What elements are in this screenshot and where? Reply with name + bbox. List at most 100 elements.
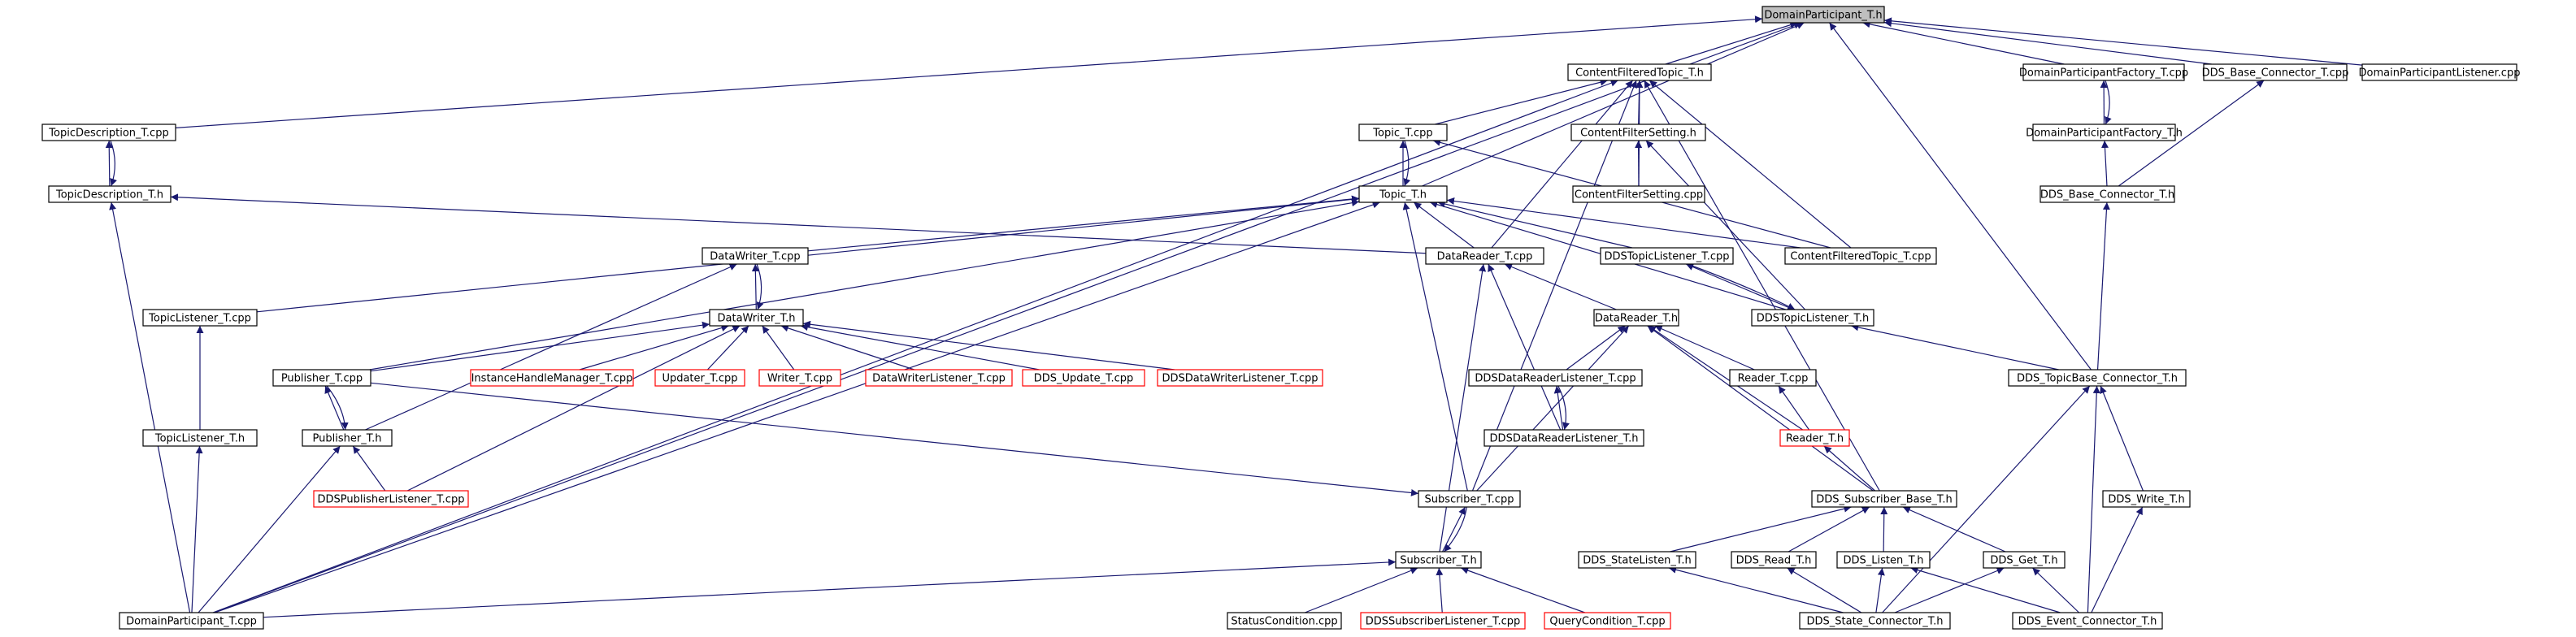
node-label: Publisher_T.h	[313, 433, 382, 445]
edge-dtl_h-to-dtl_cpp	[1685, 263, 1794, 310]
node-topiclistener-t-h[interactable]: TopicListener_T.h	[142, 429, 258, 447]
node-datareader-t-h[interactable]: DataReader_T.h	[1593, 309, 1679, 327]
node-label: DDS_Read_T.h	[1736, 555, 1812, 567]
node-subscriber-t-cpp[interactable]: Subscriber_T.cpp	[1418, 490, 1521, 508]
edges-layer	[105, 15, 2363, 618]
node-topicdescription-t-cpp[interactable]: TopicDescription_T.cpp	[41, 124, 176, 141]
node-label: Updater_T.cpp	[662, 373, 737, 385]
node-dds-read-t-h[interactable]: DDS_Read_T.h	[1731, 551, 1817, 569]
node-label: Subscriber_T.cpp	[1425, 494, 1514, 506]
edge-sub_h-to-dr_cpp	[1439, 263, 1487, 552]
node-box	[2032, 124, 2176, 141]
node-ddstopiclistener-t-cpp[interactable]: DDSTopicListener_T.cpp	[1600, 247, 1734, 265]
node-dds-get-t-h[interactable]: DDS_Get_T.h	[1983, 551, 2066, 569]
node-datawriter-t-cpp[interactable]: DataWriter_T.cpp	[702, 247, 809, 265]
node-updater-t-cpp: Updater_T.cpp	[654, 369, 745, 387]
edge-stc_h-to-sl_h	[1668, 566, 1844, 613]
edge-dp_cpp-to-td_h	[109, 202, 191, 613]
node-contentfilteredtopic-t-h[interactable]: ContentFilteredTopic_T.h	[1567, 63, 1712, 81]
node-subscriber-t-h[interactable]: Subscriber_T.h	[1395, 551, 1482, 569]
node-topic-t-cpp[interactable]: Topic_T.cpp	[1358, 124, 1448, 141]
node-label: DDSTopicListener_T.h	[1757, 313, 1870, 325]
node-ddsdatareaderlistener-t-cpp[interactable]: DDSDataReaderListener_T.cpp	[1468, 369, 1643, 387]
edge-dpf_cpp-to-dp_th	[1862, 20, 2065, 65]
node-label: TopicListener_T.h	[154, 433, 245, 445]
edge-pub_h-to-dw_cpp	[365, 263, 737, 431]
node-ddssubscriberlistener-t-cpp: DDSSubscriberListener_T.cpp	[1360, 612, 1526, 630]
node-label: DDS_Base_Connector_T.h	[2040, 189, 2174, 202]
edge-dp_cpp-to-pub_h	[198, 445, 341, 613]
node-label: DDS_StateListen_T.h	[1583, 555, 1691, 567]
node-label: Subscriber_T.h	[1400, 555, 1477, 567]
node-box	[1799, 612, 1951, 630]
node-instancehandlemanager-t-cpp: InstanceHandleManager_T.cpp	[470, 369, 634, 387]
node-domainparticipantlistener-cpp[interactable]: DomainParticipantListener.cpp	[2359, 63, 2521, 81]
node-ddstopiclistener-t-h[interactable]: DDSTopicListener_T.h	[1751, 309, 1874, 327]
node-publisher-t-cpp[interactable]: Publisher_T.cpp	[272, 369, 371, 387]
node-dds-state-connector-t-h[interactable]: DDS_State_Connector_T.h	[1799, 612, 1951, 630]
node-domainparticipantfactory-t-h[interactable]: DomainParticipantFactory_T.h	[2026, 124, 2183, 141]
edge-dr_h-to-dr_cpp	[1504, 263, 1617, 310]
node-topiclistener-t-cpp[interactable]: TopicListener_T.cpp	[142, 309, 258, 327]
edge-bc_cpp-to-dp_th	[1883, 20, 2212, 65]
node-box	[702, 247, 809, 265]
node-box	[302, 429, 393, 447]
node-box	[865, 369, 1013, 387]
node-writer-t-cpp: Writer_T.cpp	[758, 369, 841, 387]
node-box	[1544, 612, 1671, 630]
node-domainparticipantfactory-t-cpp[interactable]: DomainParticipantFactory_T.cpp	[2019, 63, 2188, 81]
node-box	[2203, 63, 2348, 81]
edge-sub_cpp-to-dr_h	[1476, 325, 1630, 492]
edge-rd_h-to-dr_h	[1648, 325, 1804, 431]
node-datawriter-t-h[interactable]: DataWriter_T.h	[709, 309, 804, 327]
edge-td_h-to-td_cpp	[105, 140, 113, 187]
edge-ddrl_h-to-ddrl_cpp	[1553, 385, 1564, 431]
node-box	[142, 429, 258, 447]
node-dds-base-connector-t-h[interactable]: DDS_Base_Connector_T.h	[2040, 185, 2175, 203]
edge-ddrl_cpp-to-dr_h	[1566, 325, 1626, 370]
node-box	[1761, 6, 1885, 24]
node-dds-listen-t-h[interactable]: DDS_Listen_T.h	[1836, 551, 1931, 569]
node-box	[1784, 247, 1937, 265]
node-publisher-t-h[interactable]: Publisher_T.h	[302, 429, 393, 447]
node-box	[2012, 612, 2163, 630]
edge-upd_cpp-to-dw_h	[706, 325, 749, 370]
edge-ddrl_cpp-to-ddrl_h	[1557, 385, 1570, 431]
node-contentfilteredtopic-t-cpp[interactable]: ContentFilteredTopic_T.cpp	[1784, 247, 1937, 265]
edge-dp_cpp-to-dp_th	[213, 21, 1802, 613]
node-dds-statelisten-t-h[interactable]: DDS_StateListen_T.h	[1578, 551, 1696, 569]
node-label: DDSDataReaderListener_T.h	[1490, 433, 1639, 445]
node-dds-base-connector-t-cpp[interactable]: DDS_Base_Connector_T.cpp	[2202, 63, 2349, 81]
node-dds-subscriber-base-t-h[interactable]: DDS_Subscriber_Base_T.h	[1811, 490, 1957, 508]
node-datareader-t-cpp[interactable]: DataReader_T.cpp	[1425, 247, 1544, 265]
node-topic-t-h[interactable]: Topic_T.h	[1358, 185, 1448, 203]
node-reader-t-cpp[interactable]: Reader_T.cpp	[1729, 369, 1817, 387]
edge-topic_cpp-to-topic_h	[1403, 140, 1411, 187]
edge-dp_cpp-to-sub_h	[263, 558, 1397, 618]
edge-dsl_cpp-to-sub_h	[1436, 567, 1444, 613]
edge-ec_h-to-listen_h	[1910, 566, 2061, 613]
node-contentfiltersetting-h[interactable]: ContentFilterSetting.h	[1570, 124, 1706, 141]
edge-topic_h-to-dp_th	[1422, 22, 1805, 187]
edge-ddwl_cpp-to-dw_h	[802, 320, 1175, 370]
edge-dp_cpp-to-topic_h	[214, 201, 1380, 613]
node-dds-topicbase-connector-t-h[interactable]: DDS_TopicBase_Connector_T.h	[2008, 369, 2187, 387]
node-domainparticipant-t-h: DomainParticipant_T.h	[1761, 6, 1885, 24]
node-ddsdatareaderlistener-t-h[interactable]: DDSDataReaderListener_T.h	[1483, 429, 1644, 447]
node-box	[142, 309, 258, 327]
node-domainparticipant-t-cpp[interactable]: DomainParticipant_T.cpp	[119, 612, 264, 630]
edge-pub_cpp-to-topic_h	[369, 199, 1360, 370]
node-topicdescription-t-h[interactable]: TopicDescription_T.h	[48, 185, 172, 203]
edge-rd_h-to-rd_cpp	[1778, 385, 1810, 431]
edge-sb_h-to-dr_h	[1647, 325, 1874, 492]
node-label: ContentFilterSetting.cpp	[1575, 189, 1703, 202]
node-statuscondition-cpp[interactable]: StatusCondition.cpp	[1227, 612, 1342, 630]
edge-ihm_cpp-to-dw_h	[579, 324, 729, 370]
node-label: DDS_Base_Connector_T.cpp	[2202, 67, 2349, 80]
node-box	[1022, 369, 1145, 387]
node-dds-write-t-h[interactable]: DDS_Write_T.h	[2102, 490, 2191, 508]
node-label: Topic_T.h	[1379, 189, 1427, 202]
node-box	[1425, 247, 1544, 265]
node-dds-event-connector-t-h[interactable]: DDS_Event_Connector_T.h	[2012, 612, 2163, 630]
node-contentfiltersetting-cpp[interactable]: ContentFilterSetting.cpp	[1572, 185, 1705, 203]
